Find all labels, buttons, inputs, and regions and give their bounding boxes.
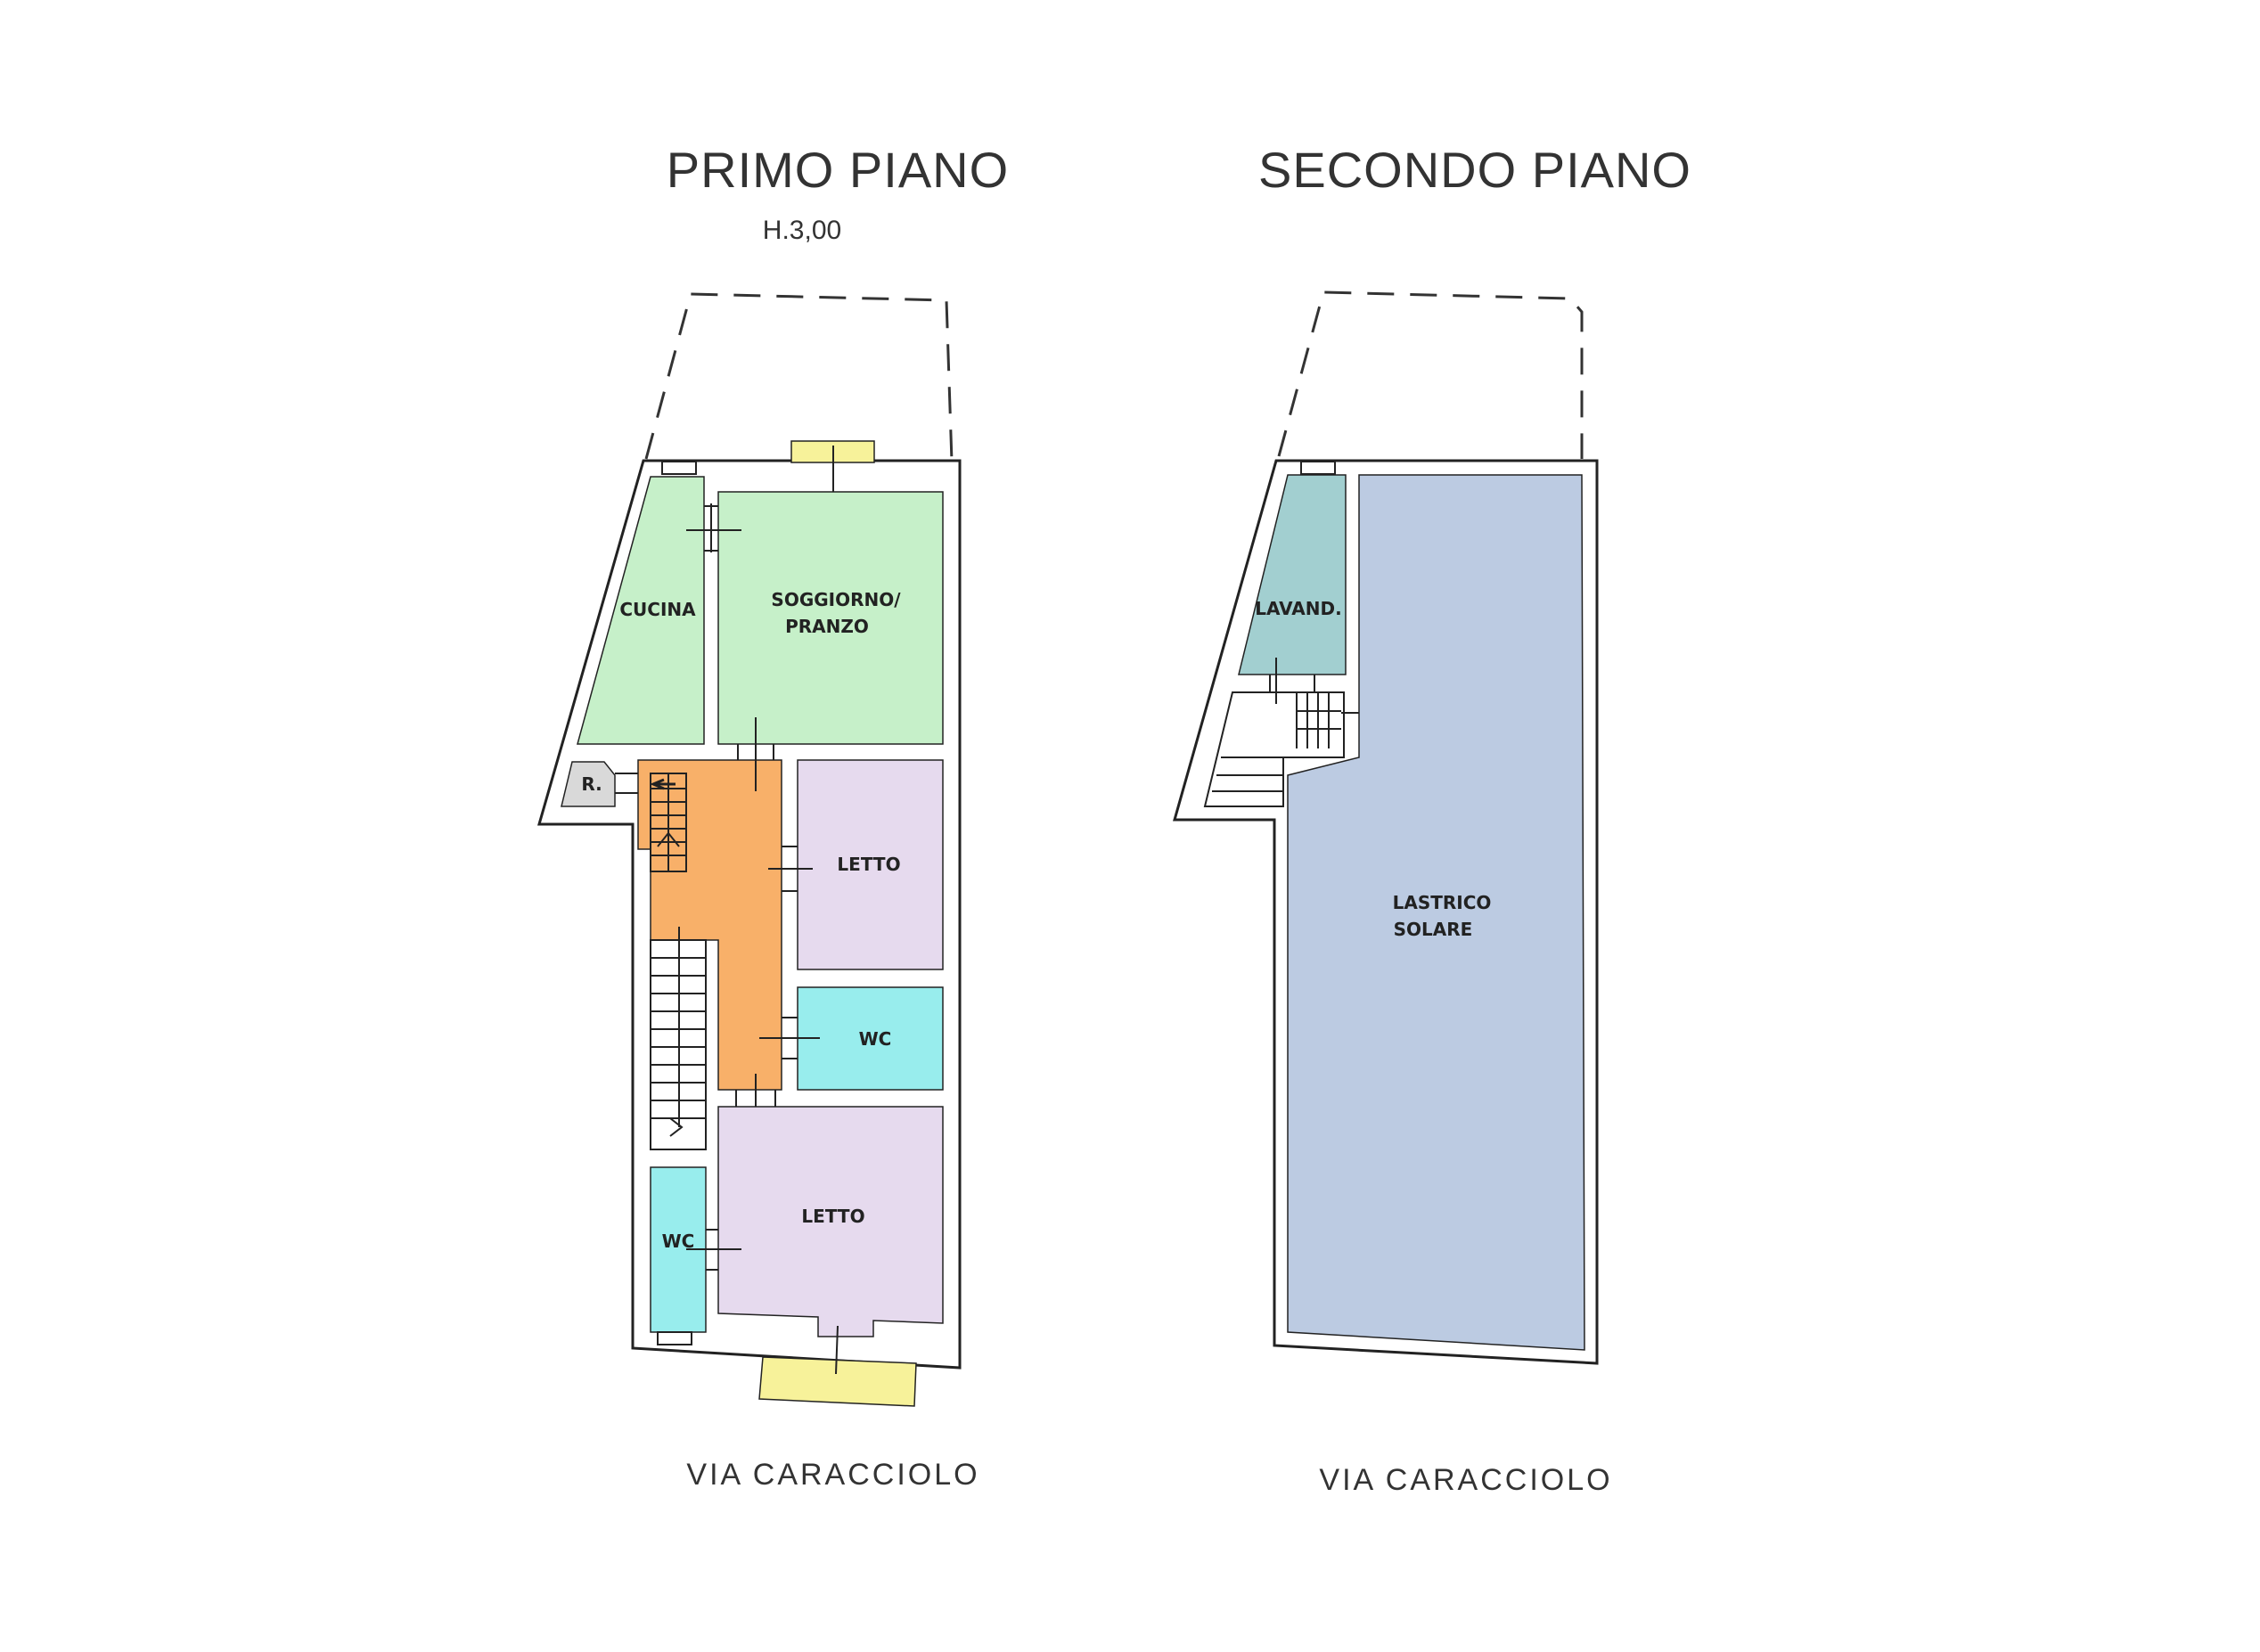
primo-piano-height: H.3,00 (763, 216, 841, 245)
secondo-piano-street: VIA CARACCIOLO (1319, 1463, 1612, 1497)
stair-primo-upper (650, 773, 687, 872)
primo-piano-street: VIA CARACCIOLO (686, 1458, 979, 1492)
label-lastrico-1: LASTRICO (1393, 892, 1492, 913)
label-lavanderia: LAVAND. (1255, 598, 1341, 619)
room-soggiorno-pranzo (717, 491, 944, 745)
room-ripostiglio (561, 761, 616, 807)
room-letto-1 (797, 759, 944, 970)
room-wc-1 (797, 986, 944, 1091)
room-cucina (577, 476, 705, 745)
room-letto-2 (717, 1106, 944, 1337)
south-window (758, 1356, 917, 1407)
primo-piano-plan: CUCINA SOGGIORNO/ PRANZO R. (537, 292, 979, 1492)
label-soggiorno-1: SOGGIORNO/ (771, 589, 901, 610)
label-soggiorno-2: PRANZO (785, 616, 869, 637)
label-letto-2: LETTO (801, 1206, 864, 1227)
secondo-piano-title: SECONDO PIANO (1258, 142, 1691, 198)
label-lastrico-2: SOLARE (1394, 919, 1473, 940)
label-wc-1: WC (859, 1028, 892, 1050)
primo-piano-title: PRIMO PIANO (667, 142, 1009, 198)
label-cucina: CUCINA (619, 599, 696, 620)
stair-secondo (1203, 691, 1368, 807)
label-ripostiglio: R. (581, 773, 602, 795)
secondo-piano-plan: LAVAND. LASTRICO SOLARE VIA CARACCIOLO (1173, 290, 1612, 1497)
courtyard-outline-2 (1277, 290, 1584, 459)
room-lastrico-solare (1287, 474, 1585, 1351)
label-letto-1: LETTO (837, 854, 900, 875)
stair-primo-main (650, 927, 707, 1150)
courtyard-outline (644, 292, 954, 462)
